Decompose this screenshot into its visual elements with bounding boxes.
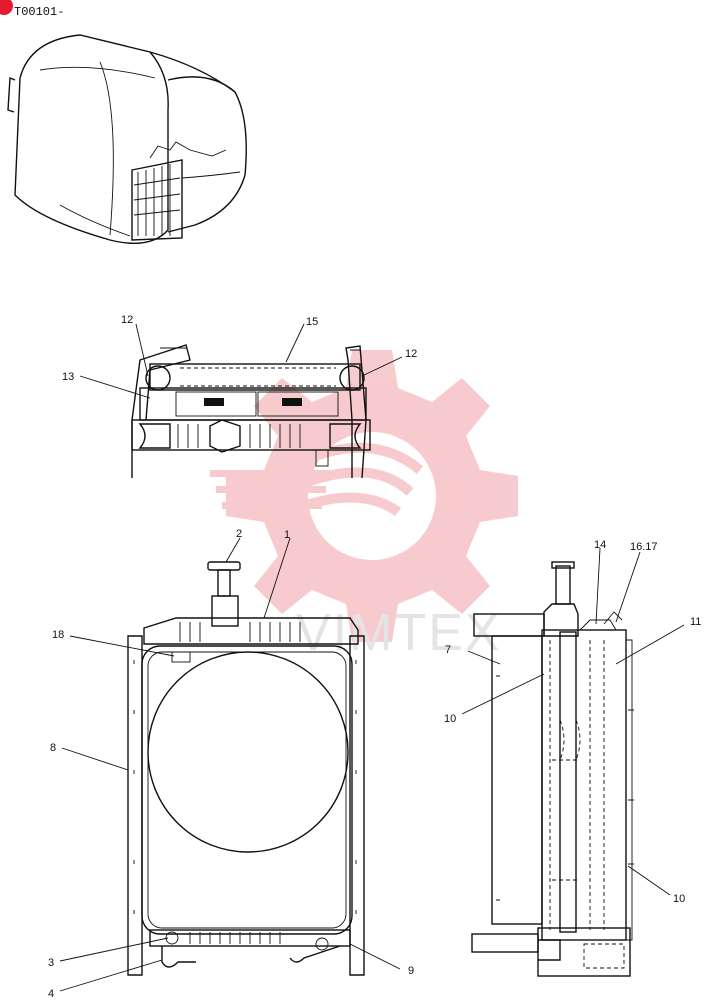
header-marker-icon <box>0 0 13 15</box>
callout-14: 14 <box>594 539 606 551</box>
callout-8: 8 <box>50 742 56 754</box>
callout-2: 2 <box>236 528 242 540</box>
callout-16-17: 16.17 <box>630 541 658 553</box>
callout-3: 3 <box>48 957 54 969</box>
callout-1: 1 <box>284 529 290 541</box>
watermark-text: VIMTEX <box>296 604 502 662</box>
callout-11: 11 <box>690 616 701 628</box>
diagram-code: T00101- <box>14 5 64 19</box>
callout-12-left: 12 <box>121 314 133 326</box>
callout-7: 7 <box>445 644 451 656</box>
watermark-gear-icon <box>210 350 518 642</box>
callout-10-lower: 10 <box>673 893 685 905</box>
callout-labels: 1 2 3 4 7 8 9 10 10 11 12 12 13 14 15 16… <box>48 314 701 1000</box>
callout-9: 9 <box>408 965 414 977</box>
callout-10-upper: 10 <box>444 713 456 725</box>
radiator-front-view <box>127 561 365 976</box>
machine-overview-drawing <box>7 34 247 245</box>
radiator-side-view <box>471 561 634 977</box>
callout-12-right: 12 <box>405 348 417 360</box>
callout-4: 4 <box>48 988 54 1000</box>
callout-13: 13 <box>62 371 74 383</box>
radiator-top-view <box>131 344 371 479</box>
leader-lines <box>59 323 685 992</box>
callout-18: 18 <box>52 629 64 641</box>
callout-15: 15 <box>306 316 318 328</box>
